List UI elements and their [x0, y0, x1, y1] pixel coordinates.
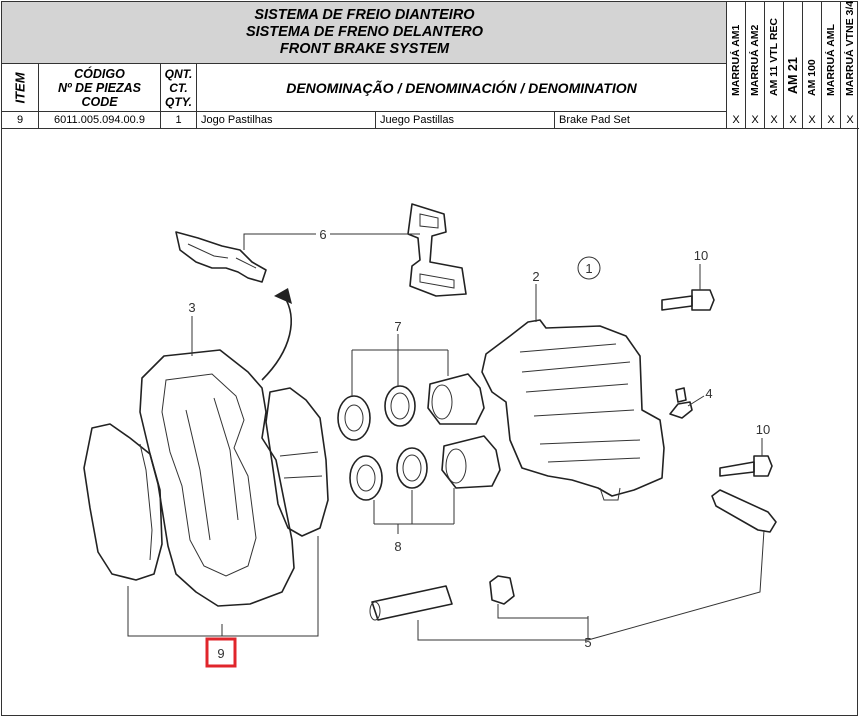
caliper-bracket: [139, 349, 295, 607]
callout-5: 5: [584, 635, 591, 650]
assembly-arrow: [261, 295, 292, 381]
qty-header-es: CT.: [169, 80, 188, 95]
bleeder-screw: [669, 387, 693, 419]
caliper-housing: [481, 319, 665, 501]
row-mark: X: [746, 112, 765, 129]
code-header-es: Nº DE PIEZAS: [57, 80, 142, 95]
code-header: CÓDIGO Nº DE PIEZAS CODE: [39, 64, 161, 111]
bolt-lower: [719, 455, 773, 477]
title-block: SISTEMA DE FREIO DIANTEIRO SISTEMA DE FR…: [2, 7, 727, 58]
row-item: 9: [2, 112, 39, 129]
callout-10-upper: 10: [694, 248, 708, 263]
title-portuguese: SISTEMA DE FREIO DIANTEIRO: [254, 7, 475, 23]
arrow-head-icon: [274, 288, 292, 304]
row-name-es: Juego Pastillas: [376, 112, 555, 129]
column-headers: ITEM CÓDIGO Nº DE PIEZAS CODE QNT. CT. Q…: [2, 64, 727, 112]
row-code: 6011.005.094.00.9: [39, 112, 161, 129]
row-mark: X: [784, 112, 803, 129]
row-mark: X: [727, 112, 746, 129]
brake-pad-outer: [83, 423, 163, 581]
callout-1: 1: [585, 261, 592, 276]
anti-rattle-spring-right: [407, 203, 467, 297]
qty-header-en: QTY.: [165, 94, 192, 109]
qty-header: QNT. CT. QTY.: [161, 64, 197, 111]
title-english: FRONT BRAKE SYSTEM: [279, 41, 450, 57]
row-mark: X: [822, 112, 841, 129]
code-header-pt: CÓDIGO: [74, 66, 125, 81]
callout-9: 9: [217, 646, 224, 661]
denomination-header-label: DENOMINAÇÃO / DENOMINACIÓN / DENOMINATIO…: [286, 79, 637, 96]
model-col: AM 100: [802, 2, 821, 112]
anti-rattle-spring-left: [175, 231, 267, 283]
row-name-en: Brake Pad Set: [555, 112, 727, 129]
row-mark: X: [803, 112, 822, 129]
brake-pad-inner: [265, 387, 329, 537]
row-qty: 1: [161, 112, 197, 129]
row-mark: X: [846, 114, 854, 126]
row-name-pt: Jogo Pastilhas: [197, 112, 376, 129]
leader-lines: [127, 233, 765, 641]
highlight-box: [205, 637, 237, 668]
bolt-upper: [661, 289, 715, 311]
model-col: AM 11 VTL REC: [764, 2, 783, 112]
callout-8: 8: [394, 539, 401, 554]
table-row: 9 6011.005.094.00.9 1 Jogo Pastilhas Jue…: [2, 112, 859, 129]
callout-1-circle: [577, 256, 601, 280]
model-columns: MARRUÁ AM1 MARRUÁ AM2 AM 11 VTL REC AM 2…: [726, 1, 859, 112]
denomination-header: DENOMINAÇÃO / DENOMINACIÓN / DENOMINATIO…: [197, 64, 727, 111]
callout-6: 6: [319, 227, 326, 242]
title-header: SISTEMA DE FREIO DIANTEIRO SISTEMA DE FR…: [2, 2, 727, 64]
row-mark: X: [765, 112, 784, 129]
model-col: MARRUÁ AML: [821, 2, 840, 112]
callout-3: 3: [188, 300, 195, 315]
model-col: MARRUÁ AM1: [726, 2, 745, 112]
callout-10-lower: 10: [756, 422, 770, 437]
title-spanish: SISTEMA DE FRENO DELANTERO: [245, 24, 484, 40]
guide-pins: [369, 489, 777, 621]
piston-seal-row-upper: [337, 373, 485, 441]
piston-seal-row-lower: [349, 435, 501, 501]
item-header: ITEM: [2, 64, 39, 111]
model-col: AM 21: [783, 2, 802, 112]
callout-7: 7: [394, 319, 401, 334]
code-header-en: CODE: [81, 94, 118, 109]
model-col: MARRUÁ AM2: [745, 2, 764, 112]
model-col: MARRUÁ VTNE 3/4: [840, 1, 859, 112]
qty-header-pt: QNT.: [164, 66, 193, 81]
callout-2: 2: [532, 269, 539, 284]
callout-4: 4: [705, 386, 712, 401]
